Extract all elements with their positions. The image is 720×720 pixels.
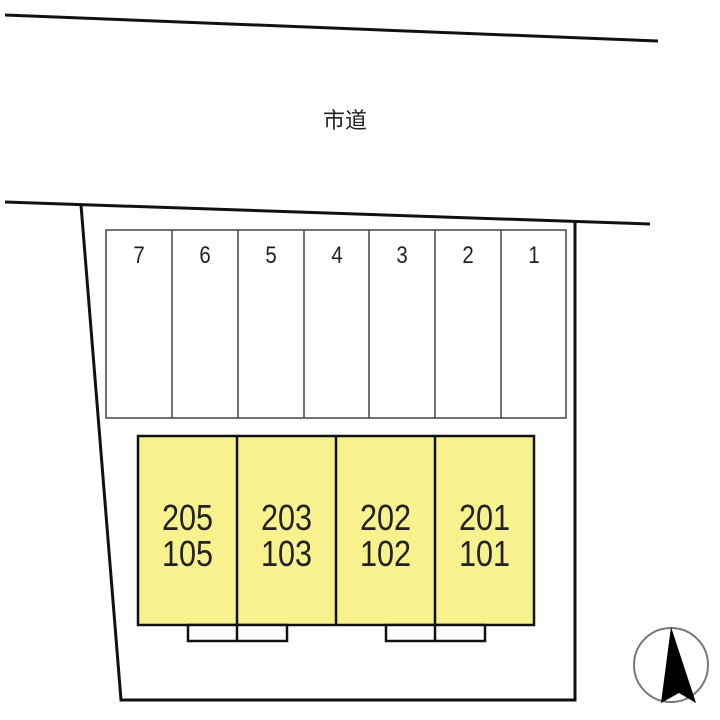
parking-space-3[interactable]: 3 — [396, 242, 408, 269]
parking-space-5[interactable]: 5 — [265, 242, 277, 269]
parking-space-2[interactable]: 2 — [462, 242, 474, 269]
unit-203-103[interactable]: 203 103 — [244, 500, 328, 572]
unit-202-102[interactable]: 202 102 — [343, 500, 427, 572]
north-arrow-icon — [633, 627, 709, 703]
unit-lower-number: 103 — [260, 533, 313, 574]
unit-lower-number: 101 — [458, 533, 511, 574]
unit-upper-number: 203 — [260, 497, 313, 538]
unit-lower-number: 102 — [359, 533, 412, 574]
parking-space-1[interactable]: 1 — [528, 242, 540, 269]
unit-upper-number: 205 — [161, 497, 214, 538]
unit-upper-number: 202 — [359, 497, 412, 538]
unit-lower-number: 105 — [161, 533, 214, 574]
parking-space-6[interactable]: 6 — [199, 242, 211, 269]
lot-boundary — [79, 204, 577, 702]
unit-201-101[interactable]: 201 101 — [442, 500, 526, 572]
parking-space-4[interactable]: 4 — [331, 242, 343, 269]
building — [136, 434, 536, 643]
parking-space-7[interactable]: 7 — [133, 242, 145, 269]
parking-area — [105, 229, 567, 419]
road-edge-top — [4, 13, 659, 43]
road-edge-bottom — [4, 200, 651, 226]
unit-upper-number: 201 — [458, 497, 511, 538]
road-label: 市道 — [322, 109, 367, 134]
unit-205-105[interactable]: 205 105 — [145, 500, 229, 572]
